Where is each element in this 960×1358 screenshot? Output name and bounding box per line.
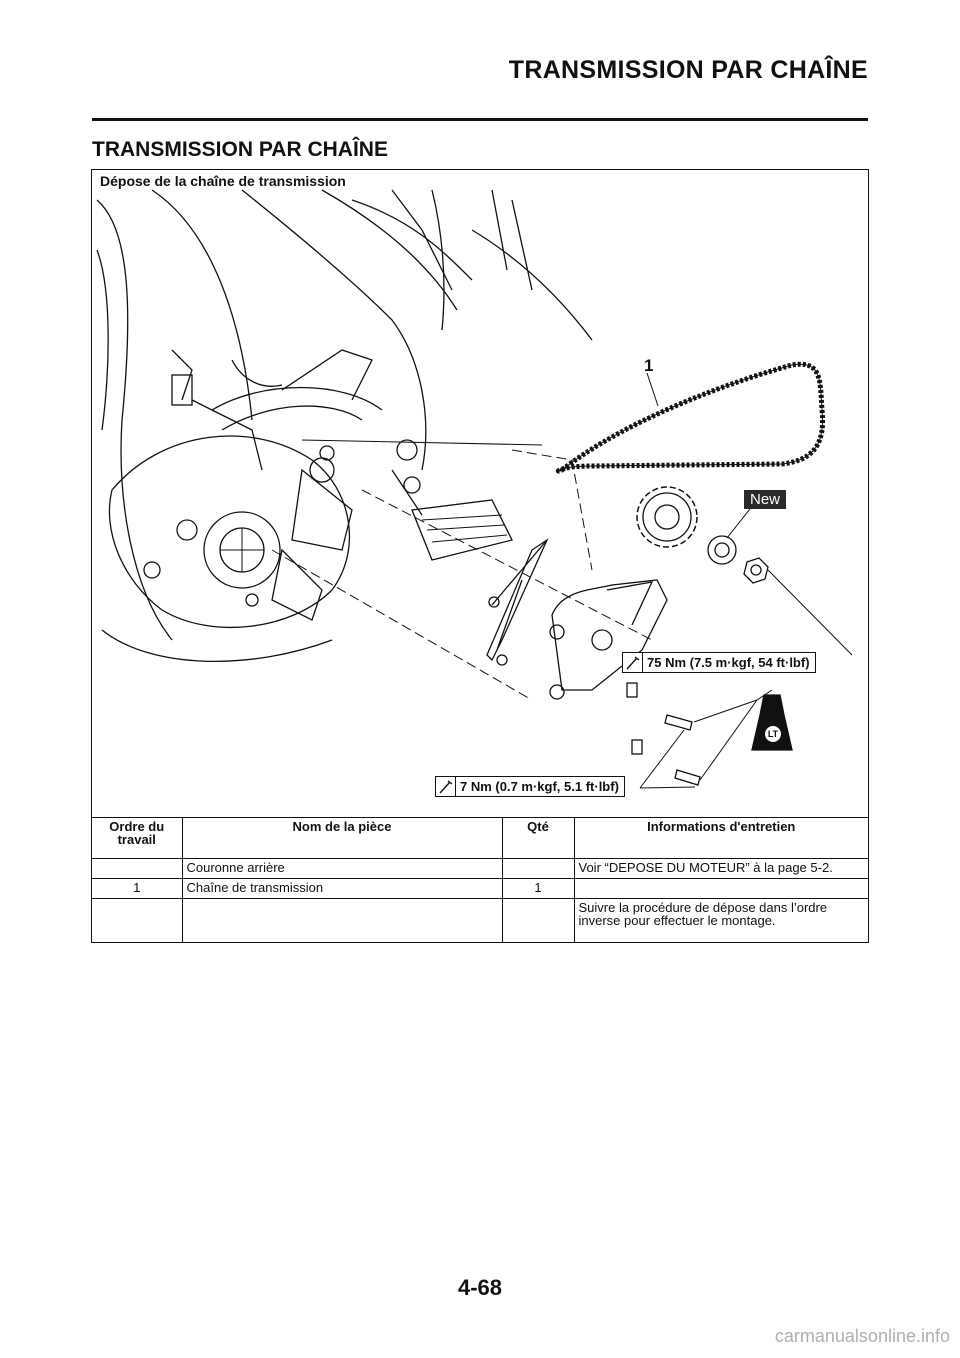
table-cell (181, 898, 502, 943)
wrench-icon (436, 777, 456, 796)
table-cell (501, 858, 574, 879)
table-cell: Couronne arrière (181, 858, 502, 879)
table-cell: 1 (92, 878, 182, 899)
parts-table: Ordre du travail Nom de la pièce Qté Inf… (92, 817, 868, 943)
torque-lower-label: 7 Nm (0.7 m·kgf, 5.1 ft·lbf) (460, 779, 619, 794)
table-cell: Suivre la procédure de dépose dans l’ord… (573, 898, 868, 943)
callout-1: 1 (644, 356, 654, 375)
table-cell (92, 858, 182, 879)
table-row: Couronne arrière Voir “DEPOSE DU MOTEUR”… (92, 858, 868, 879)
page-number: 4-68 (457, 1275, 503, 1300)
column-header: Nom de la pièce (181, 817, 502, 859)
table-cell: Voir “DEPOSE DU MOTEUR” à la page 5-2. (573, 858, 868, 879)
column-header: Qté (501, 817, 574, 859)
diagram-caption: Dépose de la chaîne de transmission (100, 173, 346, 189)
wrench-icon (623, 653, 643, 672)
exploded-view-illustration (96, 189, 853, 789)
header-title: TRANSMISSION PAR CHAÎNE (508, 56, 868, 84)
column-header: Informations d'entretien (573, 817, 868, 859)
header-rule (92, 118, 868, 121)
lt-badge: LT (765, 726, 781, 742)
diagram-frame: Dépose de la chaîne de transmission 1 Ne… (91, 169, 869, 943)
table-cell: 1 (501, 878, 574, 899)
table-row: Suivre la procédure de dépose dans l’ord… (92, 898, 868, 943)
table-cell (92, 898, 182, 943)
section-title: TRANSMISSION PAR CHAÎNE (92, 138, 388, 161)
table-cell: Chaîne de transmission (181, 878, 502, 899)
loctite-icon (751, 694, 793, 751)
table-header-row: Ordre du travail Nom de la pièce Qté Inf… (92, 817, 868, 859)
table-cell (573, 878, 868, 899)
table-row: 1 Chaîne de transmission 1 (92, 878, 868, 899)
torque-upper: 75 Nm (7.5 m·kgf, 54 ft·lbf) (622, 652, 816, 673)
torque-lower: 7 Nm (0.7 m·kgf, 5.1 ft·lbf) (435, 776, 625, 797)
table-cell (501, 898, 574, 943)
watermark[interactable]: carmanualsonline.info (774, 1326, 950, 1346)
new-badge: New (744, 490, 787, 509)
column-header: Ordre du travail (92, 817, 182, 859)
torque-upper-label: 75 Nm (7.5 m·kgf, 54 ft·lbf) (647, 655, 810, 670)
